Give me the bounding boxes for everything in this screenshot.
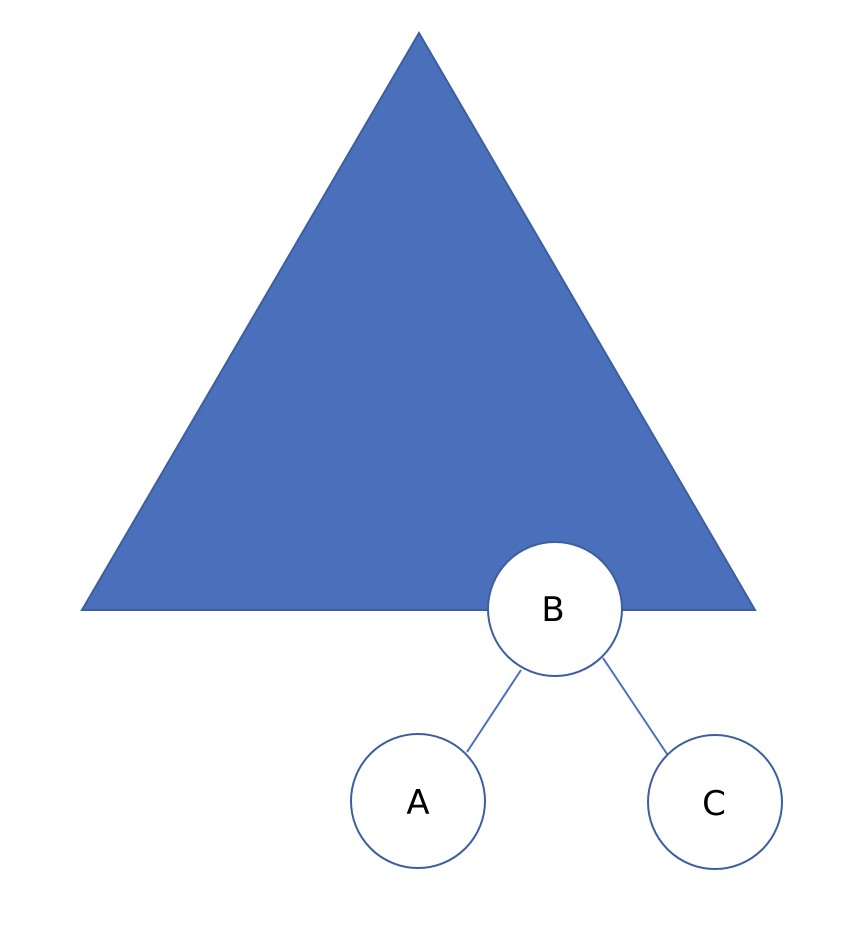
subtree-triangle bbox=[80, 31, 757, 611]
node-b-label: B bbox=[541, 590, 564, 630]
node-b: B bbox=[487, 541, 623, 677]
node-c: C bbox=[647, 734, 783, 870]
node-a: A bbox=[350, 733, 486, 869]
node-c-circle bbox=[647, 734, 783, 870]
node-a-label: A bbox=[406, 783, 429, 823]
edge-b-to-a bbox=[466, 669, 522, 753]
node-b-circle bbox=[487, 541, 623, 677]
edge-b-to-c bbox=[602, 657, 668, 755]
node-a-circle bbox=[350, 733, 486, 869]
node-c-label: C bbox=[702, 784, 726, 824]
